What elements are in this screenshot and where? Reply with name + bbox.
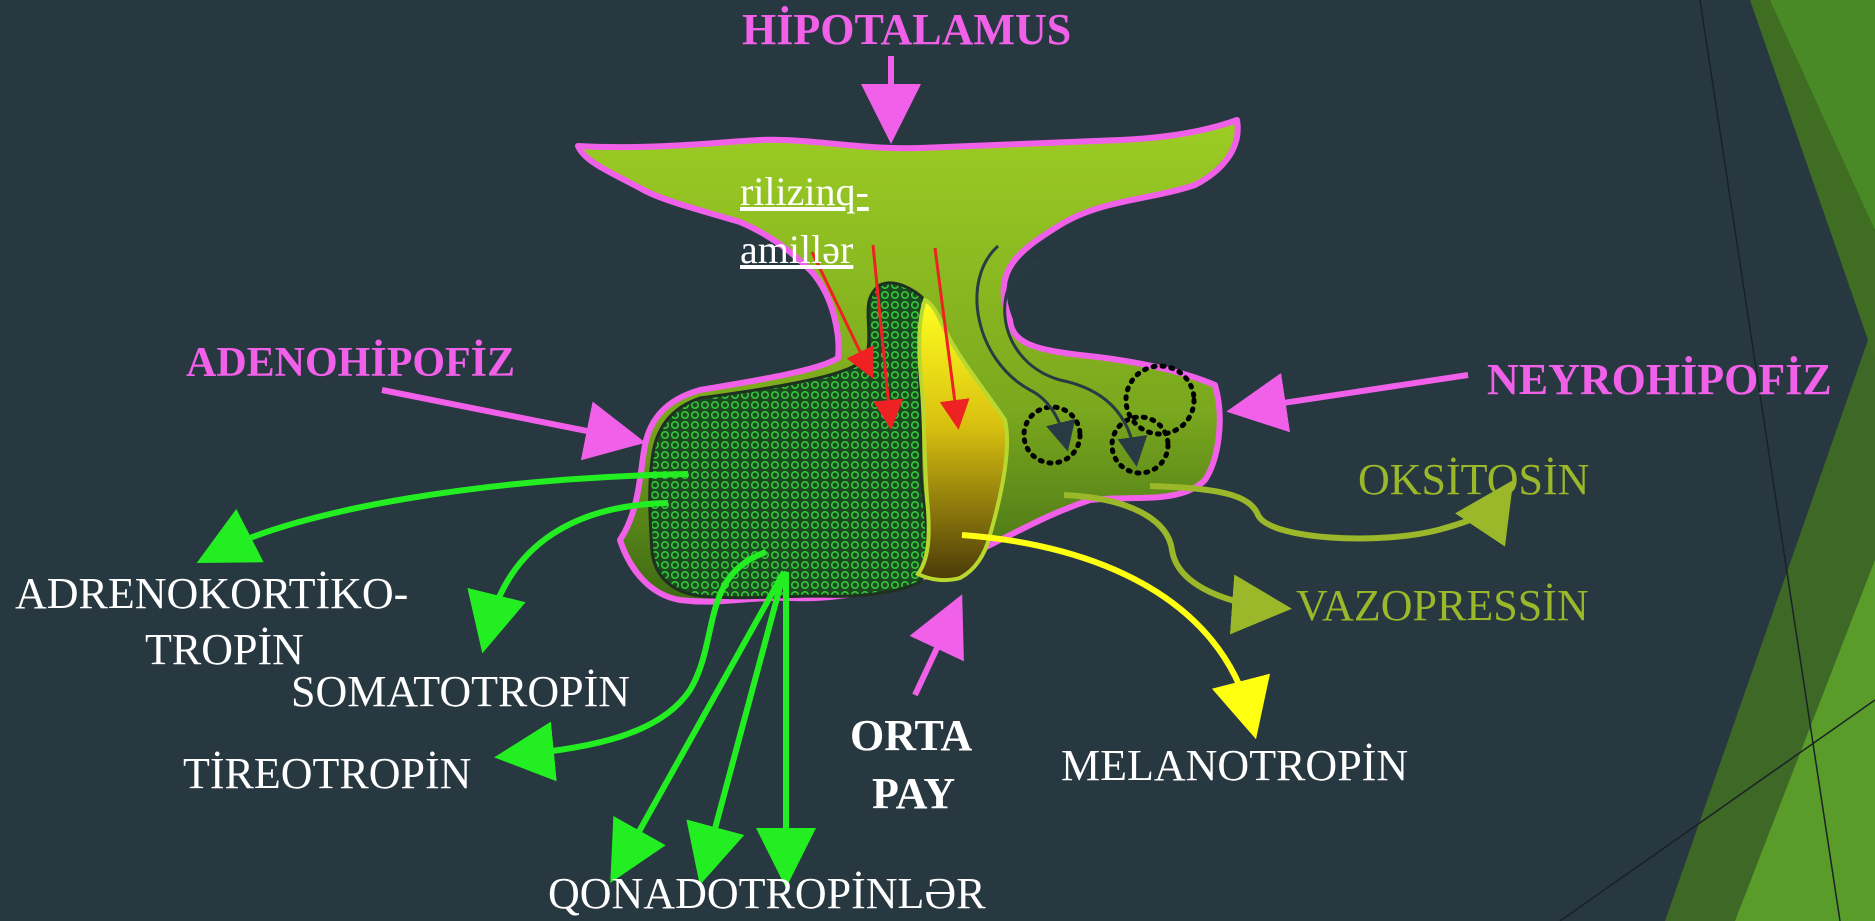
gonadotropin-arrow <box>622 572 784 862</box>
melanotropin-label: MELANOTROPİN <box>1061 744 1408 788</box>
acth-label-2: TROPİN <box>145 628 304 672</box>
neurohypophysis-label: NEYROHİPOFİZ <box>1487 358 1832 402</box>
gonadotropin-arrow <box>706 572 784 862</box>
vasopressin-arrow <box>1064 495 1268 607</box>
gonadotropins-label: QONADOTROPİNLƏR <box>548 872 986 916</box>
adenohypophysis-arrow <box>382 390 622 438</box>
middle-lobe-label-2: PAY <box>872 772 955 816</box>
releasing-factors-label-1: rilizinq- <box>740 172 869 212</box>
middle-lobe-label-1: ORTA <box>850 714 972 758</box>
vasopressin-label: VAZOPRESSİN <box>1296 584 1589 628</box>
oxytocin-label: OKSİTOSİN <box>1358 458 1589 502</box>
pituitary-gland <box>578 120 1238 602</box>
somatotropin-label: SOMATOTROPİN <box>291 670 630 714</box>
middle-lobe-arrow <box>915 616 952 695</box>
decorative-corner-shapes <box>1560 0 1875 921</box>
adenohypophysis-lobe <box>650 283 928 598</box>
adenohypophysis-label: ADENOHİPOFİZ <box>186 342 515 384</box>
thyrotropin-label: TİREOTROPİN <box>183 752 471 796</box>
releasing-factors-label-2: amillər <box>740 230 853 270</box>
hypothalamus-label: HİPOTALAMUS <box>742 8 1071 52</box>
acth-label-1: ADRENOKORTİKO- <box>15 572 408 616</box>
melanotropin-arrow <box>962 535 1250 716</box>
neurohypophysis-arrow <box>1250 375 1468 408</box>
